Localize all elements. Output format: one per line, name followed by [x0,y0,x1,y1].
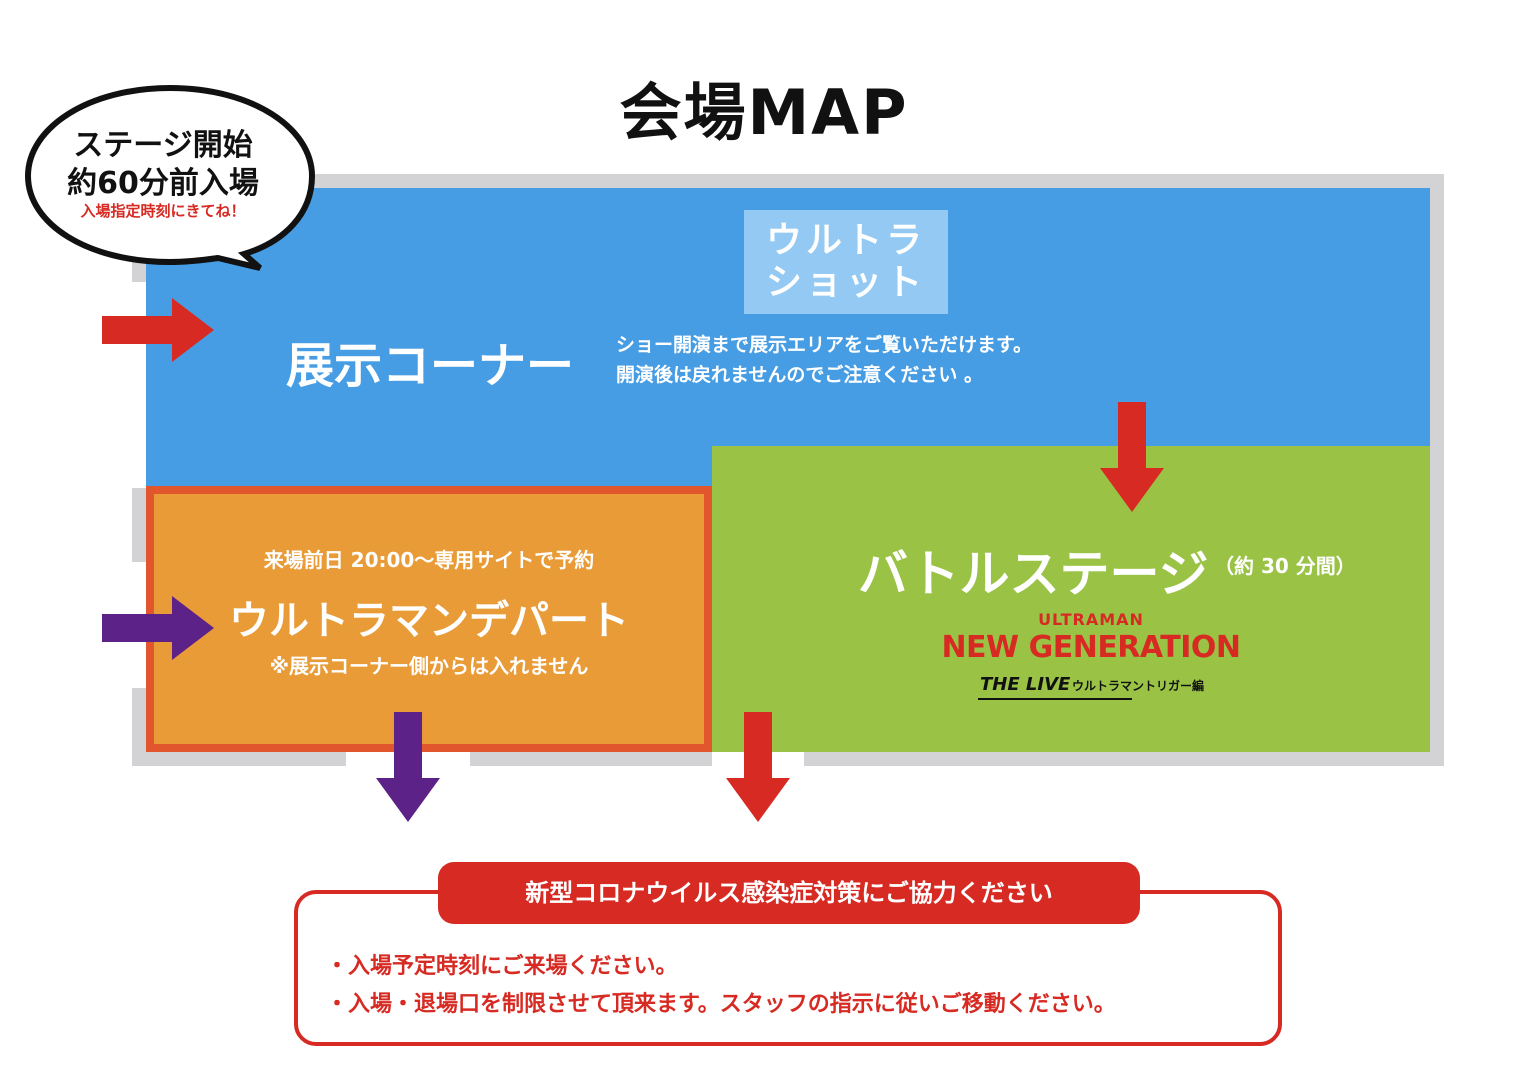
notice-item: ・入場・退場口を制限させて頂来ます。スタッフの指示に従いご移動ください。 [326,992,1116,1017]
department-label: ウルトラマンデパート [229,598,629,644]
bubble-line2: 約60分前入場 [67,166,259,201]
department-warning: ※展示コーナー側からは入れません [269,654,589,678]
logo-sub-episode: ウルトラマントリガー編 [1072,679,1205,693]
battle-stage-zone [712,446,1430,752]
entrance-arrow-red-icon [102,298,214,362]
exhibit-note: ショー開演まで展示エリアをご覧いただけます。 開演後は戻れませんのでご注意くださ… [616,330,1032,390]
page-title: 会場MAP [619,76,909,149]
logo-main-text: NEW GENERATION [941,630,1241,665]
notice-item: ・入場予定時刻にご来場ください。 [326,954,678,979]
ultra-shot-badge: ウルトラ ショット [744,210,948,314]
logo-sub-title: THE LIVE [980,674,1071,695]
battle-stage-duration: （約 30 分間） [1214,554,1356,578]
department-zone [146,486,712,752]
exhibit-zone-extension [146,446,712,486]
bubble-line1: ステージ開始 [73,128,253,163]
show-logo: ULTRAMAN NEW GENERATION THE LIVE ウルトラマント… [930,610,1252,706]
bubble-note: 入場指定時刻にきてね！ [80,202,246,220]
exhibit-note-line2: 開演後は戻れませんのでご注意ください 。 [616,364,984,386]
notice-title: 新型コロナウイルス感染症対策にご協力ください [438,862,1140,924]
ultra-shot-line1: ウルトラ [765,220,926,261]
exhibit-note-line1: ショー開演まで展示エリアをご覧いただけます。 [616,334,1033,356]
flow-arrow-down-red-icon [1100,402,1164,512]
exit-arrow-purple-icon [376,712,440,822]
exhibit-corner-label: 展示コーナー [286,338,575,394]
battle-stage-label: バトルステージ [858,545,1209,603]
entrance-arrow-purple-icon [102,596,214,660]
logo-top-text: ULTRAMAN [1038,610,1144,629]
logo-underline [978,698,1132,700]
exit-arrow-red-icon [726,712,790,822]
department-booking-note: 来場前日 20:00〜専用サイトで予約 [263,548,595,572]
speech-bubble-shape [24,84,316,271]
ultra-shot-line2: ショット [765,262,926,303]
